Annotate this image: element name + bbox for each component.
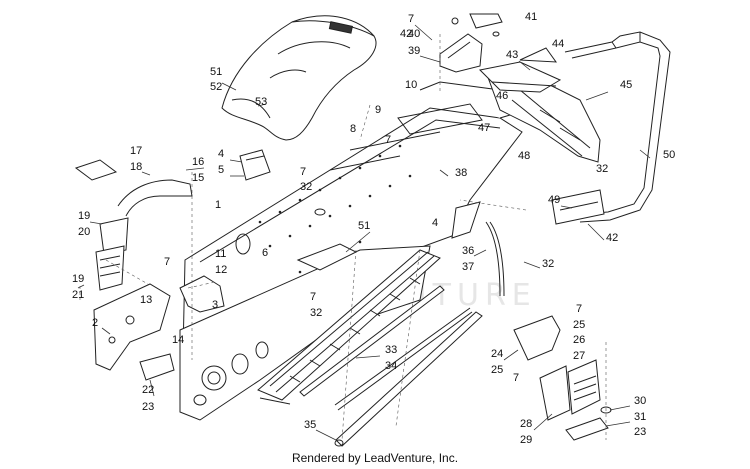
callout-c7b: 7 [385, 134, 391, 146]
callout-c53: 53 [255, 96, 267, 108]
callout-c7d: 7 [164, 256, 170, 268]
footer-credit: Rendered by LeadVenture, Inc. [291, 451, 459, 465]
callout-c46: 46 [496, 90, 508, 102]
callout-c7f: 7 [576, 303, 582, 315]
callout-c35: 35 [304, 419, 316, 431]
callout-c5: 5 [218, 164, 224, 176]
callout-c12: 12 [215, 264, 227, 276]
callout-c32a: 32 [300, 181, 312, 193]
callout-c7g: 7 [513, 372, 519, 384]
callout-c41: 41 [525, 11, 537, 23]
callout-c40: 40 [408, 28, 420, 40]
callout-c36: 36 [462, 245, 474, 257]
tube-part [334, 311, 483, 447]
cap-part [74, 159, 118, 181]
callout-c29: 29 [520, 434, 532, 446]
callout-c51b: 51 [358, 220, 370, 232]
callout-c8: 8 [350, 123, 356, 135]
callout-c25b: 25 [491, 364, 503, 376]
callout-c30: 30 [634, 395, 646, 407]
callout-c26: 26 [573, 334, 585, 346]
callout-c13: 13 [140, 294, 152, 306]
callout-c32d: 32 [596, 163, 608, 175]
callout-c33: 33 [385, 344, 397, 356]
callout-c3: 3 [212, 299, 218, 311]
callout-c7e: 7 [310, 291, 316, 303]
callout-c10: 10 [405, 79, 417, 91]
step-plate-part [451, 201, 505, 297]
callout-c14: 14 [172, 334, 184, 346]
callout-c11: 11 [215, 248, 226, 260]
callout-c21: 21 [72, 289, 84, 301]
callout-c27: 27 [573, 350, 585, 362]
callout-c32c: 32 [542, 258, 554, 270]
callout-c19b: 19 [72, 273, 84, 285]
callout-c42a: 42 [400, 28, 412, 40]
callout-c16: 16 [192, 156, 204, 168]
callout-c38: 38 [455, 167, 467, 179]
callout-c25a: 25 [573, 319, 585, 331]
seat-part [221, 15, 377, 141]
callout-c6: 6 [262, 247, 268, 259]
rear-extension-part [478, 61, 562, 93]
rear-guard-part [513, 315, 612, 441]
callout-c23b: 23 [634, 426, 646, 438]
callout-c49: 49 [548, 194, 560, 206]
callout-c42b: 42 [606, 232, 618, 244]
callout-c2: 2 [92, 317, 98, 329]
callout-c9: 9 [375, 104, 381, 116]
callout-c20: 20 [78, 226, 90, 238]
callout-c37: 37 [462, 261, 474, 273]
dashed-lines [79, 34, 607, 441]
callout-c50: 50 [663, 149, 675, 161]
callout-c39: 39 [408, 45, 420, 57]
callout-c45: 45 [620, 79, 632, 91]
callout-c23a: 23 [142, 401, 154, 413]
callout-c17: 17 [130, 145, 142, 157]
callout-c18: 18 [130, 161, 142, 173]
callout-c19a: 19 [78, 210, 90, 222]
callout-c22: 22 [142, 384, 154, 396]
callout-c7a: 7 [408, 13, 414, 25]
callout-c4b: 4 [432, 217, 438, 229]
callout-c1: 1 [215, 199, 221, 211]
leader-lines [77, 24, 651, 441]
front-plate-part [93, 283, 171, 371]
lower-rail-part [299, 285, 473, 411]
callout-c52: 52 [210, 81, 222, 93]
callout-c48: 48 [518, 150, 530, 162]
callout-c34: 34 [385, 360, 397, 372]
snow-flap-part [485, 47, 601, 163]
running-board-part [257, 249, 441, 405]
bracket-part [239, 149, 271, 181]
callout-c28: 28 [520, 418, 532, 430]
callout-c51a: 51 [210, 66, 222, 78]
callout-c15: 15 [192, 172, 204, 184]
upper-bracket-part [439, 13, 503, 73]
callout-c24: 24 [491, 348, 503, 360]
callout-c44: 44 [552, 38, 564, 50]
callout-c32b: 32 [310, 307, 322, 319]
rear-bumper-part [551, 31, 671, 225]
callout-c7c: 7 [300, 166, 306, 178]
callout-c4a: 4 [218, 148, 224, 160]
callout-c31: 31 [634, 411, 646, 423]
foot-pad-part [139, 353, 175, 381]
footrest-support-part [95, 179, 193, 291]
callout-c43: 43 [506, 49, 518, 61]
harness-part [179, 275, 225, 313]
callout-c47: 47 [478, 122, 490, 134]
